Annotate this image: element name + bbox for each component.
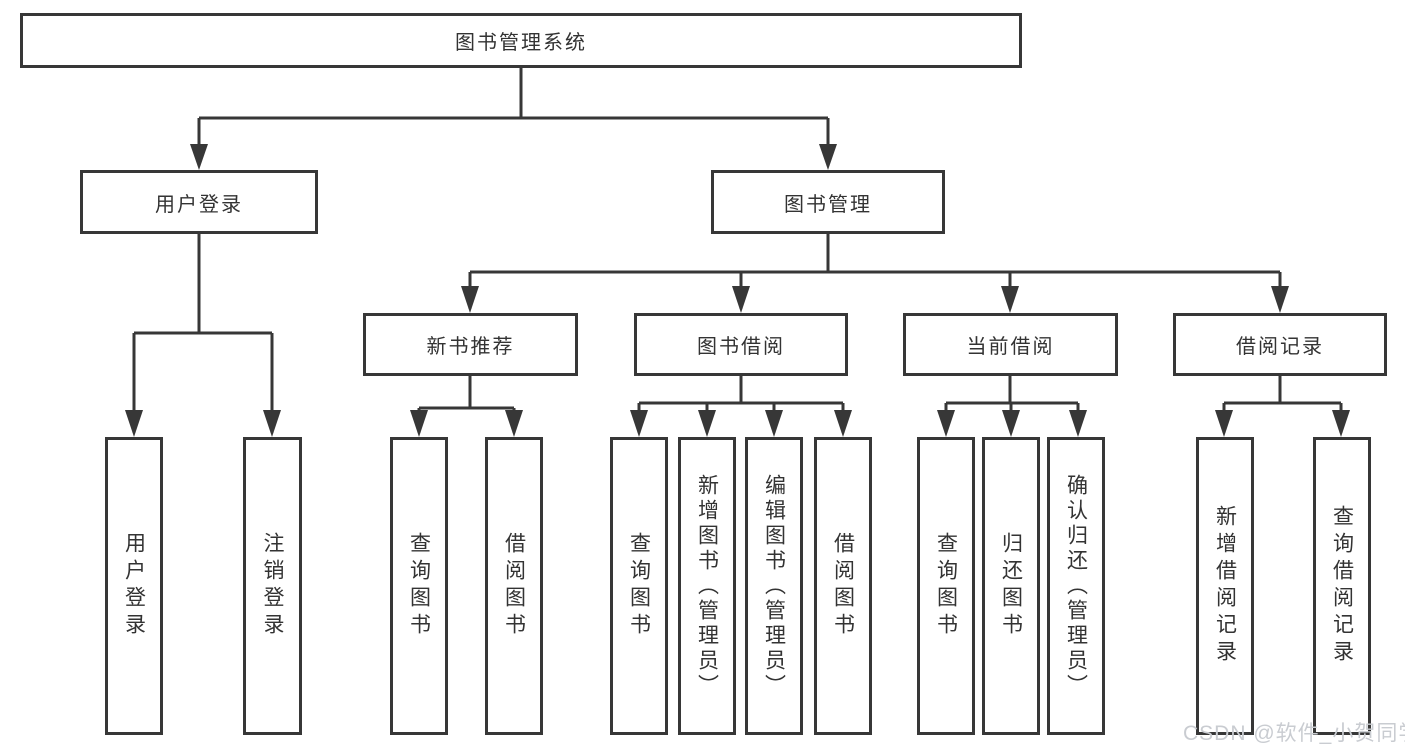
leaf-newbook-borrow-books: 借阅图书	[485, 437, 543, 735]
leaf-current-confirm-return-admin: 确认归还（管理员）	[1047, 437, 1105, 735]
leaf-borrow-edit-books-admin: 编辑图书（管理员）	[745, 437, 803, 735]
leaf-logout: 注销登录	[243, 437, 302, 735]
leaf-user-login: 用户登录	[105, 437, 163, 735]
node-book-borrow: 图书借阅	[634, 313, 848, 376]
leaf-borrow-borrow-books: 借阅图书	[814, 437, 872, 735]
node-book-management-branch: 图书管理	[711, 170, 945, 234]
node-library-system: 图书管理系统	[20, 13, 1022, 68]
node-borrow-records: 借阅记录	[1173, 313, 1387, 376]
node-user-login-branch: 用户登录	[80, 170, 318, 234]
connector-stems	[132, 68, 1343, 433]
node-new-book-recommend: 新书推荐	[363, 313, 578, 376]
leaf-borrow-add-books-admin: 新增图书（管理员）	[678, 437, 736, 735]
leaf-current-query-books: 查询图书	[917, 437, 975, 735]
leaf-current-return-books: 归还图书	[982, 437, 1040, 735]
connector-arrowheads	[125, 144, 1350, 437]
csdn-watermark: CSDN @软件_小贺同学	[1183, 722, 1405, 745]
leaf-borrow-query-books: 查询图书	[610, 437, 668, 735]
leaf-records-add-record: 新增借阅记录	[1196, 437, 1254, 735]
leaf-records-query-record: 查询借阅记录	[1313, 437, 1371, 735]
leaf-newbook-query-books: 查询图书	[390, 437, 448, 735]
node-current-borrow: 当前借阅	[903, 313, 1118, 376]
